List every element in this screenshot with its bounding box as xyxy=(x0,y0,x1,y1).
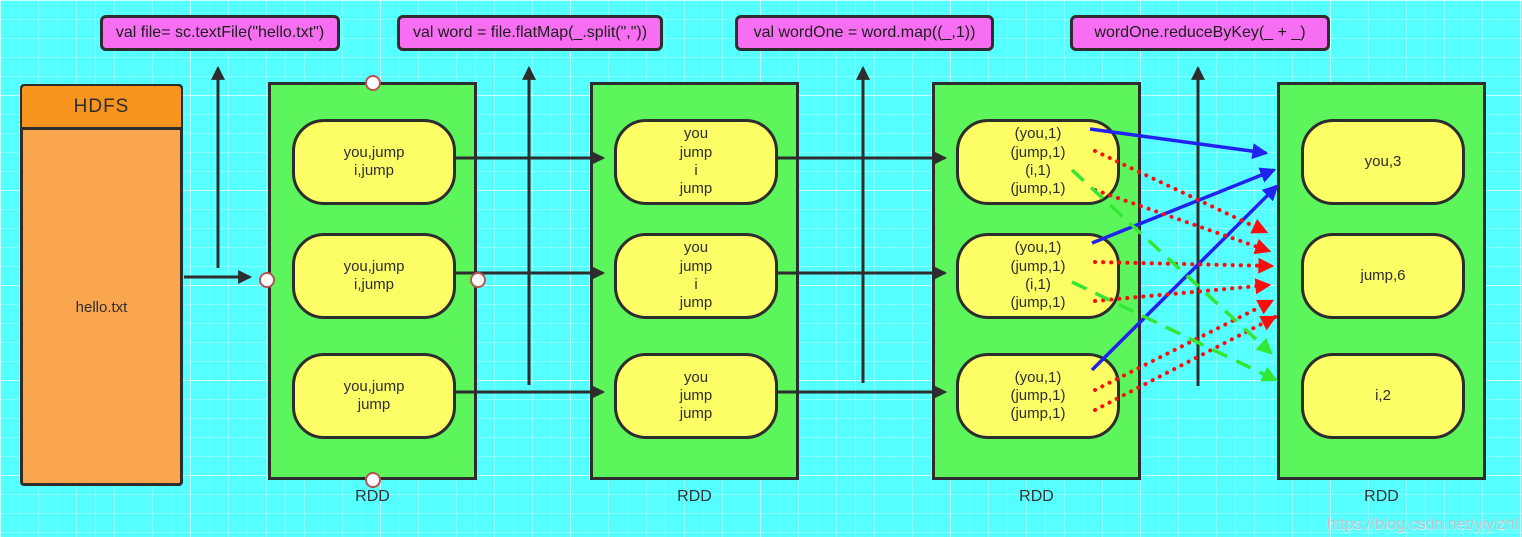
rdd3-partition-1[interactable]: (you,1) (jump,1) (i,1) (jump,1) xyxy=(956,119,1120,205)
rdd3-partition-3[interactable]: (you,1) (jump,1) (jump,1) xyxy=(956,353,1120,439)
rdd2-partition-3[interactable]: you jump jump xyxy=(614,353,778,439)
hdfs-node[interactable]: HDFS hello.txt xyxy=(20,84,183,486)
rdd3-box[interactable]: (you,1) (jump,1) (i,1) (jump,1) (you,1) … xyxy=(932,82,1141,480)
rdd3-partition-2[interactable]: (you,1) (jump,1) (i,1) (jump,1) xyxy=(956,233,1120,319)
rdd2-caption: RDD xyxy=(677,488,712,505)
rdd4-box[interactable]: you,3 jump,6 i,2 xyxy=(1277,82,1486,480)
code-label-textfile[interactable]: val file= sc.textFile("hello.txt") xyxy=(100,15,340,51)
code-label-flatmap[interactable]: val word = file.flatMap(_.split(",")) xyxy=(397,15,663,51)
watermark-url: https://blog.csdn.net/yiyizhl xyxy=(1326,516,1518,533)
code-label-map[interactable]: val wordOne = word.map((_,1)) xyxy=(735,15,994,51)
code-label-reducebykey[interactable]: wordOne.reduceByKey(_ + _) xyxy=(1070,15,1330,51)
rdd1-partition-3[interactable]: you,jump jump xyxy=(292,353,456,439)
rdd3-caption: RDD xyxy=(1019,488,1054,505)
rdd2-box[interactable]: you jump i jump you jump i jump you jump… xyxy=(590,82,799,480)
rdd4-caption: RDD xyxy=(1364,488,1399,505)
rdd1-box[interactable]: you,jump i,jump you,jump i,jump you,jump… xyxy=(268,82,477,480)
rdd1-partition-1[interactable]: you,jump i,jump xyxy=(292,119,456,205)
rdd4-partition-2[interactable]: jump,6 xyxy=(1301,233,1465,319)
rdd4-partition-3[interactable]: i,2 xyxy=(1301,353,1465,439)
rdd1-caption: RDD xyxy=(355,488,390,505)
rdd2-partition-2[interactable]: you jump i jump xyxy=(614,233,778,319)
rdd4-partition-1[interactable]: you,3 xyxy=(1301,119,1465,205)
hdfs-title: HDFS xyxy=(22,86,181,130)
rdd1-partition-2[interactable]: you,jump i,jump xyxy=(292,233,456,319)
hdfs-file-name: hello.txt xyxy=(75,298,128,316)
rdd2-partition-1[interactable]: you jump i jump xyxy=(614,119,778,205)
